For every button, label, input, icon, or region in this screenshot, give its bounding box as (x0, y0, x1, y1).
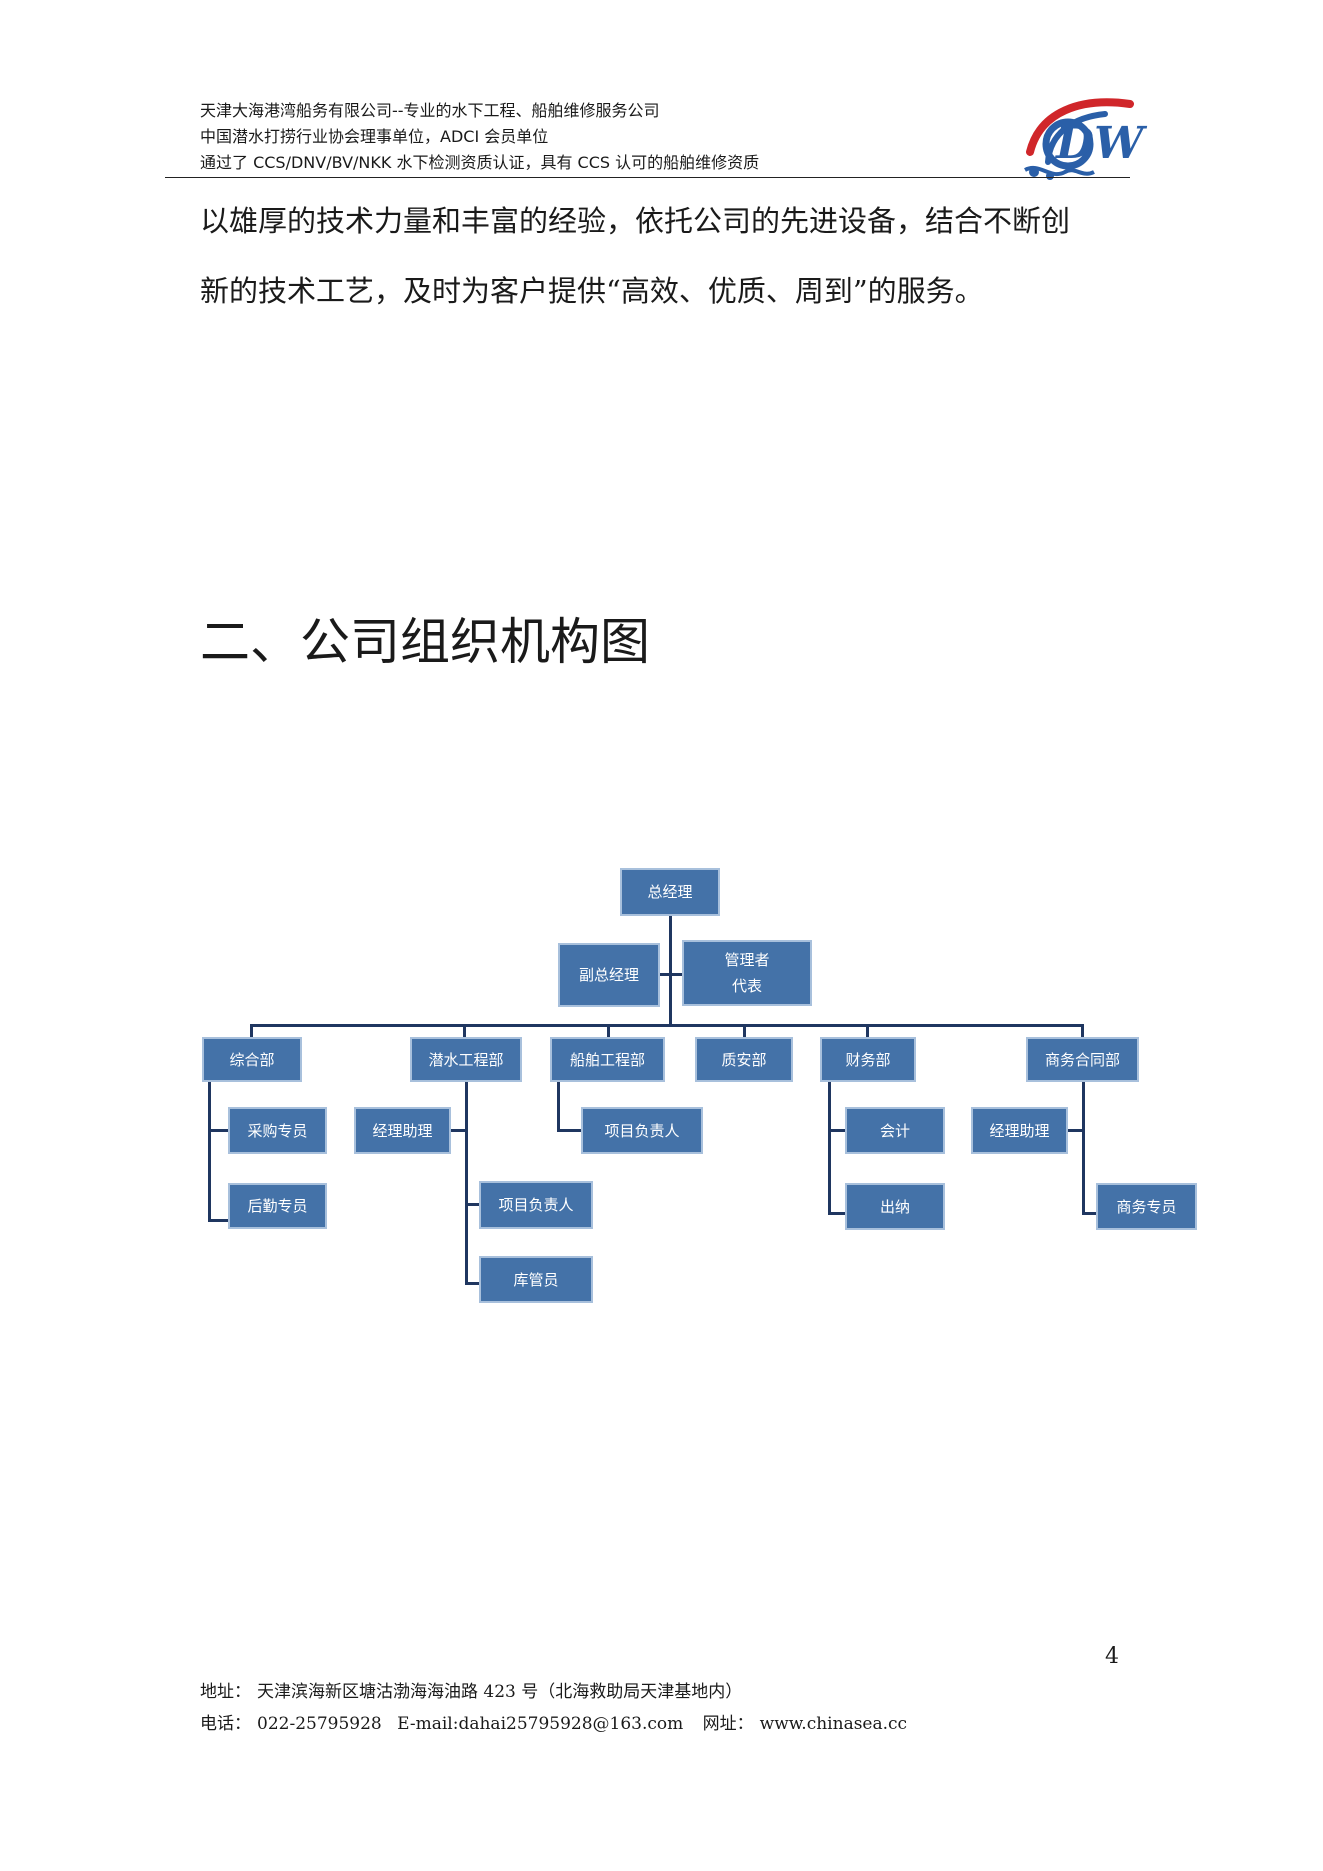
connector-business-child-2 (1082, 1212, 1096, 1215)
org-box-dept-ship: 船舶工程部 (550, 1037, 665, 1082)
org-box-dept-diving: 潜水工程部 (410, 1037, 522, 1082)
org-box-root: 总经理 (620, 868, 720, 916)
website-label: 网址： (702, 1714, 754, 1734)
phone-label: 电话： (200, 1714, 251, 1734)
address-label: 地址： (200, 1682, 251, 1702)
connector-finance-vertical (828, 1082, 831, 1215)
paragraph-line-1: 以雄厚的技术力量和丰富的经验，依托公司的先进设备，结合不断创 (200, 204, 1071, 238)
address-value: 天津滨海新区塘沽渤海海油路 423 号（北海救助局天津基地内） (257, 1682, 743, 1702)
header-line-certification: 通过了 CCS/DNV/BV/NKK 水下检测资质认证，具有 CCS 认可的船舶… (200, 153, 760, 172)
mgmt-rep-line-1: 管理者 (724, 951, 770, 969)
page-number: 4 (1105, 1644, 1119, 1669)
org-box-ship-project-lead: 项目负责人 (581, 1107, 703, 1154)
connector-dept-bus (250, 1024, 1084, 1027)
connector-deputy (660, 973, 682, 976)
org-box-dept-quality: 质安部 (695, 1037, 793, 1082)
org-box-diving-assistant: 经理助理 (354, 1107, 451, 1154)
connector-general-child-2 (208, 1219, 228, 1222)
page-header: 天津大海港湾船务有限公司--专业的水下工程、船舶维修服务公司 中国潜水打捞行业协… (200, 98, 759, 176)
connector-dept-1 (250, 1024, 253, 1037)
connector-diving-child-2 (465, 1203, 479, 1206)
connector-business-assistant (1068, 1129, 1085, 1132)
email-value: dahai25795928@163.com (458, 1714, 684, 1734)
org-box-dept-general: 综合部 (202, 1037, 302, 1082)
connector-dept-6 (1081, 1024, 1084, 1037)
org-box-dept-finance: 财务部 (820, 1037, 916, 1082)
connector-root-vertical (669, 916, 672, 1026)
connector-finance-child-2 (828, 1212, 845, 1215)
connector-business-vertical (1082, 1082, 1085, 1215)
connector-dept-3 (607, 1024, 610, 1037)
connector-dept-4 (743, 1024, 746, 1037)
connector-dept-5 (866, 1024, 869, 1037)
header-line-company: 天津大海港湾船务有限公司--专业的水下工程、船舶维修服务公司 (200, 101, 660, 120)
org-box-procurement: 采购专员 (228, 1107, 327, 1154)
connector-diving-assistant (451, 1129, 468, 1132)
org-box-logistics: 后勤专员 (228, 1183, 327, 1229)
connector-ship-vertical (557, 1082, 560, 1132)
connector-general-vertical (208, 1082, 211, 1222)
header-rule (165, 177, 1130, 178)
connector-ship-child (557, 1129, 581, 1132)
connector-diving-child-3 (465, 1282, 479, 1285)
phone-value: 022-25795928 (257, 1714, 382, 1734)
connector-dept-2 (463, 1024, 466, 1037)
org-box-cashier: 出纳 (845, 1183, 945, 1230)
org-box-warehouse-keeper: 库管员 (479, 1256, 593, 1303)
org-box-business-assistant: 经理助理 (971, 1107, 1068, 1154)
org-box-business-specialist: 商务专员 (1096, 1183, 1197, 1230)
org-box-accountant: 会计 (845, 1107, 945, 1154)
connector-general-child-1 (208, 1129, 228, 1132)
footer-contact-line: 电话： 022-25795928 E-mail:dahai25795928@163… (200, 1708, 907, 1740)
org-box-deputy: 副总经理 (558, 943, 660, 1007)
org-box-diving-project-lead: 项目负责人 (479, 1181, 593, 1229)
paragraph-line-2: 新的技术工艺，及时为客户提供“高效、优质、周到”的服务。 (200, 274, 984, 308)
footer-address-line: 地址： 天津滨海新区塘沽渤海海油路 423 号（北海救助局天津基地内） (200, 1676, 907, 1708)
mgmt-rep-line-2: 代表 (731, 977, 762, 995)
org-box-dept-business: 商务合同部 (1026, 1037, 1139, 1082)
connector-finance-child-1 (828, 1129, 845, 1132)
section-title: 二、公司组织机构图 (200, 613, 650, 671)
connector-diving-vertical (465, 1082, 468, 1285)
header-line-membership: 中国潜水打捞行业协会理事单位，ADCI 会员单位 (200, 127, 549, 146)
page-footer: 地址： 天津滨海新区塘沽渤海海油路 423 号（北海救助局天津基地内） 电话： 02… (200, 1676, 907, 1740)
website-value: www.chinasea.cc (759, 1714, 908, 1734)
email-label: E-mail: (397, 1714, 459, 1734)
logo-lettering: DW (1054, 118, 1148, 169)
company-logo: DW (1024, 98, 1148, 180)
org-box-mgmt-rep: 管理者 代表 (682, 940, 812, 1006)
